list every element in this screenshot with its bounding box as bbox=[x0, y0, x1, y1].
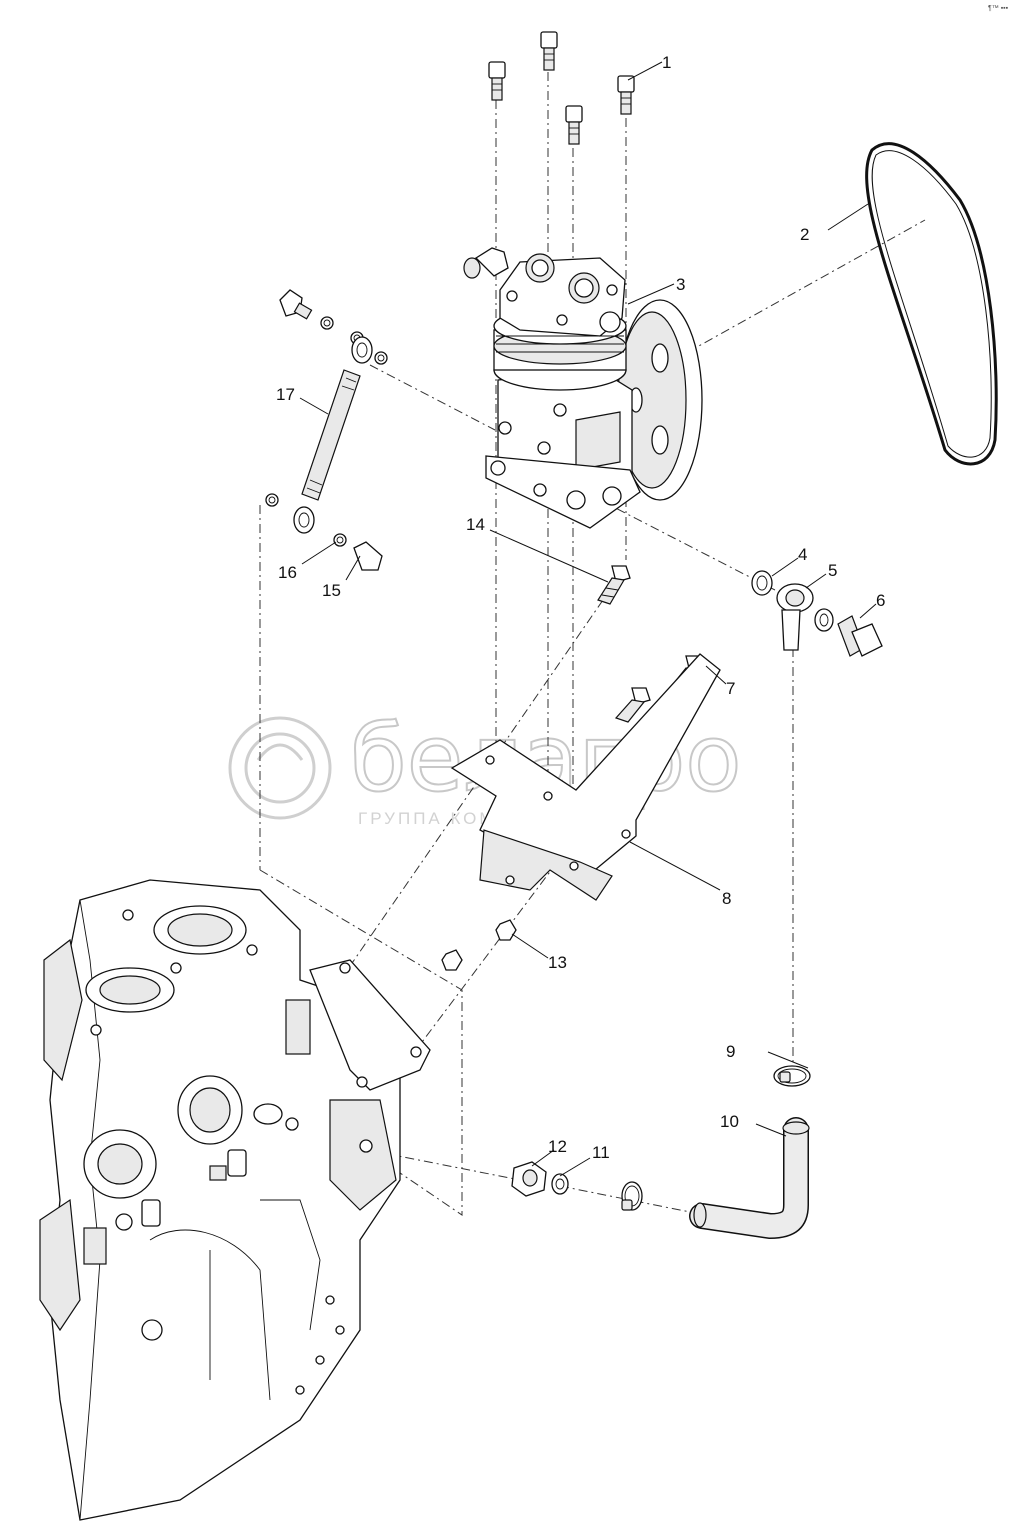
air-compressor bbox=[463, 247, 703, 529]
callout-4: 4 bbox=[798, 545, 807, 564]
corner-mark: ¶™ ▪▪▪ bbox=[988, 5, 1009, 12]
callout-16: 16 bbox=[278, 563, 297, 582]
callout-12: 12 bbox=[548, 1137, 567, 1156]
compressor-bracket bbox=[450, 653, 721, 901]
banjo-fitting bbox=[751, 570, 883, 657]
callout-9: 9 bbox=[726, 1042, 735, 1061]
callout-10: 10 bbox=[720, 1112, 739, 1131]
hose-clamps bbox=[621, 1065, 811, 1211]
callout-13: 13 bbox=[548, 953, 567, 972]
callout-8: 8 bbox=[722, 889, 731, 908]
bolt-top-1 bbox=[488, 61, 506, 101]
bolt-14 bbox=[597, 565, 631, 605]
callout-15: 15 bbox=[322, 581, 341, 600]
nuts-13 bbox=[441, 919, 517, 971]
callout-6: 6 bbox=[876, 591, 885, 610]
watermark-logo-icon bbox=[228, 716, 332, 820]
engine-block bbox=[39, 879, 431, 1521]
bolt-top-3 bbox=[565, 105, 583, 145]
callout-11: 11 bbox=[592, 1143, 610, 1162]
bolt-top-4 bbox=[617, 75, 635, 115]
callout-3: 3 bbox=[676, 275, 685, 294]
callout-14: 14 bbox=[466, 515, 485, 534]
callout-17: 17 bbox=[276, 385, 295, 404]
callout-2: 2 bbox=[800, 225, 809, 244]
callout-7: 7 bbox=[726, 679, 735, 698]
mounting-bolts bbox=[488, 31, 635, 145]
drive-belt bbox=[865, 142, 998, 466]
callout-5: 5 bbox=[828, 561, 837, 580]
leader-lines bbox=[299, 61, 877, 1177]
banjo-bolt-top bbox=[279, 289, 313, 320]
banjo-bolt-bottom bbox=[353, 541, 383, 571]
callout-1: 1 bbox=[662, 53, 671, 72]
fittings-11-12 bbox=[511, 1161, 569, 1197]
callout-labels: 1 2 3 4 5 6 7 8 9 10 11 12 13 14 15 16 1… bbox=[276, 53, 885, 1162]
hose-10 bbox=[689, 1117, 810, 1240]
bolt-top-2 bbox=[540, 31, 558, 71]
stay-rod-assembly bbox=[265, 289, 388, 571]
